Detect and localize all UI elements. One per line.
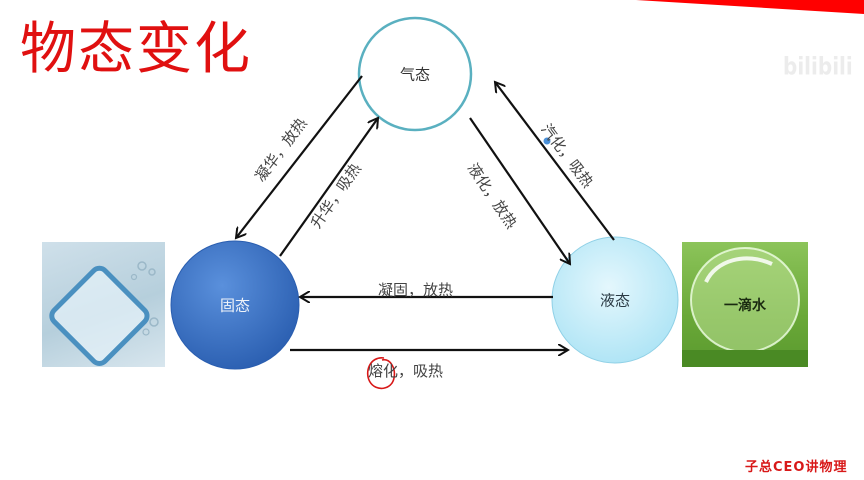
arrow-deposition bbox=[236, 75, 363, 238]
arrow-liquefaction bbox=[469, 117, 570, 264]
annotation-dot bbox=[543, 137, 551, 145]
gas-node-circle bbox=[357, 16, 473, 132]
arrow-sublimation bbox=[279, 118, 378, 257]
annotation-circle bbox=[366, 357, 396, 390]
ice-cube-image bbox=[42, 242, 165, 367]
arrow-vaporization bbox=[495, 82, 615, 241]
gas-node-label: 气态 bbox=[399, 65, 431, 84]
ice-cube-icon bbox=[49, 261, 159, 366]
top-red-band bbox=[636, 0, 864, 14]
melting-label: 熔化，吸热 bbox=[368, 362, 444, 380]
page-title: 物态变化 bbox=[20, 17, 252, 82]
liquid-node-label: 液态 bbox=[599, 291, 631, 310]
author-signature: 子总CEO讲物理 bbox=[745, 460, 848, 475]
solidification-label: 凝固，放热 bbox=[378, 281, 454, 299]
water-drop-caption: 一滴水 bbox=[724, 297, 766, 314]
water-drop-icon bbox=[682, 247, 808, 367]
water-drop-image: 一滴水 bbox=[682, 242, 808, 367]
solid-node-circle bbox=[170, 240, 300, 370]
liquid-node-circle bbox=[551, 236, 679, 364]
bilibili-watermark: bilibili bbox=[783, 51, 853, 81]
solid-node-label: 固态 bbox=[219, 296, 251, 315]
